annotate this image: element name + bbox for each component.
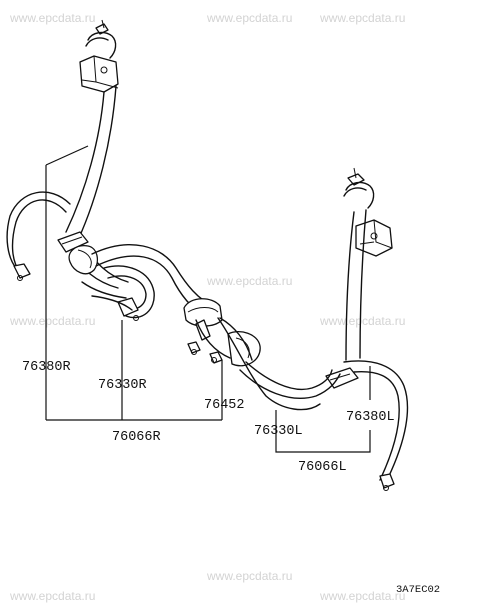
watermark: www.epcdata.ru <box>206 274 292 288</box>
watermark: www.epcdata.ru <box>9 11 95 25</box>
part-number-76452: 76452 <box>204 398 245 413</box>
watermark: www.epcdata.ru <box>9 589 95 603</box>
part-number-76330l: 76330L <box>254 424 303 439</box>
seat-belt-left-assembly <box>217 167 409 491</box>
watermark: www.epcdata.ru <box>319 11 405 25</box>
part-number-76330r: 76330R <box>98 378 147 393</box>
watermark: www.epcdata.ru <box>319 589 405 603</box>
diagram-code: 3A7EC02 <box>396 584 440 596</box>
part-labels: 76380R 76330R 76066R 76452 76330L 76380L… <box>22 360 395 475</box>
watermark: www.epcdata.ru <box>206 11 292 25</box>
leader-lines <box>45 145 371 453</box>
watermark: www.epcdata.ru <box>319 314 405 328</box>
center-buckle-assembly <box>183 298 261 367</box>
part-number-76380l: 76380L <box>346 410 395 425</box>
watermark-layer: www.epcdata.ru www.epcdata.ru www.epcdat… <box>9 11 405 603</box>
seat-belt-right-assembly <box>6 19 215 321</box>
watermark: www.epcdata.ru <box>206 569 292 583</box>
part-number-76066r: 76066R <box>112 430 161 445</box>
part-number-76380r: 76380R <box>22 360 71 375</box>
watermark: www.epcdata.ru <box>9 314 95 328</box>
part-number-76066l: 76066L <box>298 460 347 475</box>
